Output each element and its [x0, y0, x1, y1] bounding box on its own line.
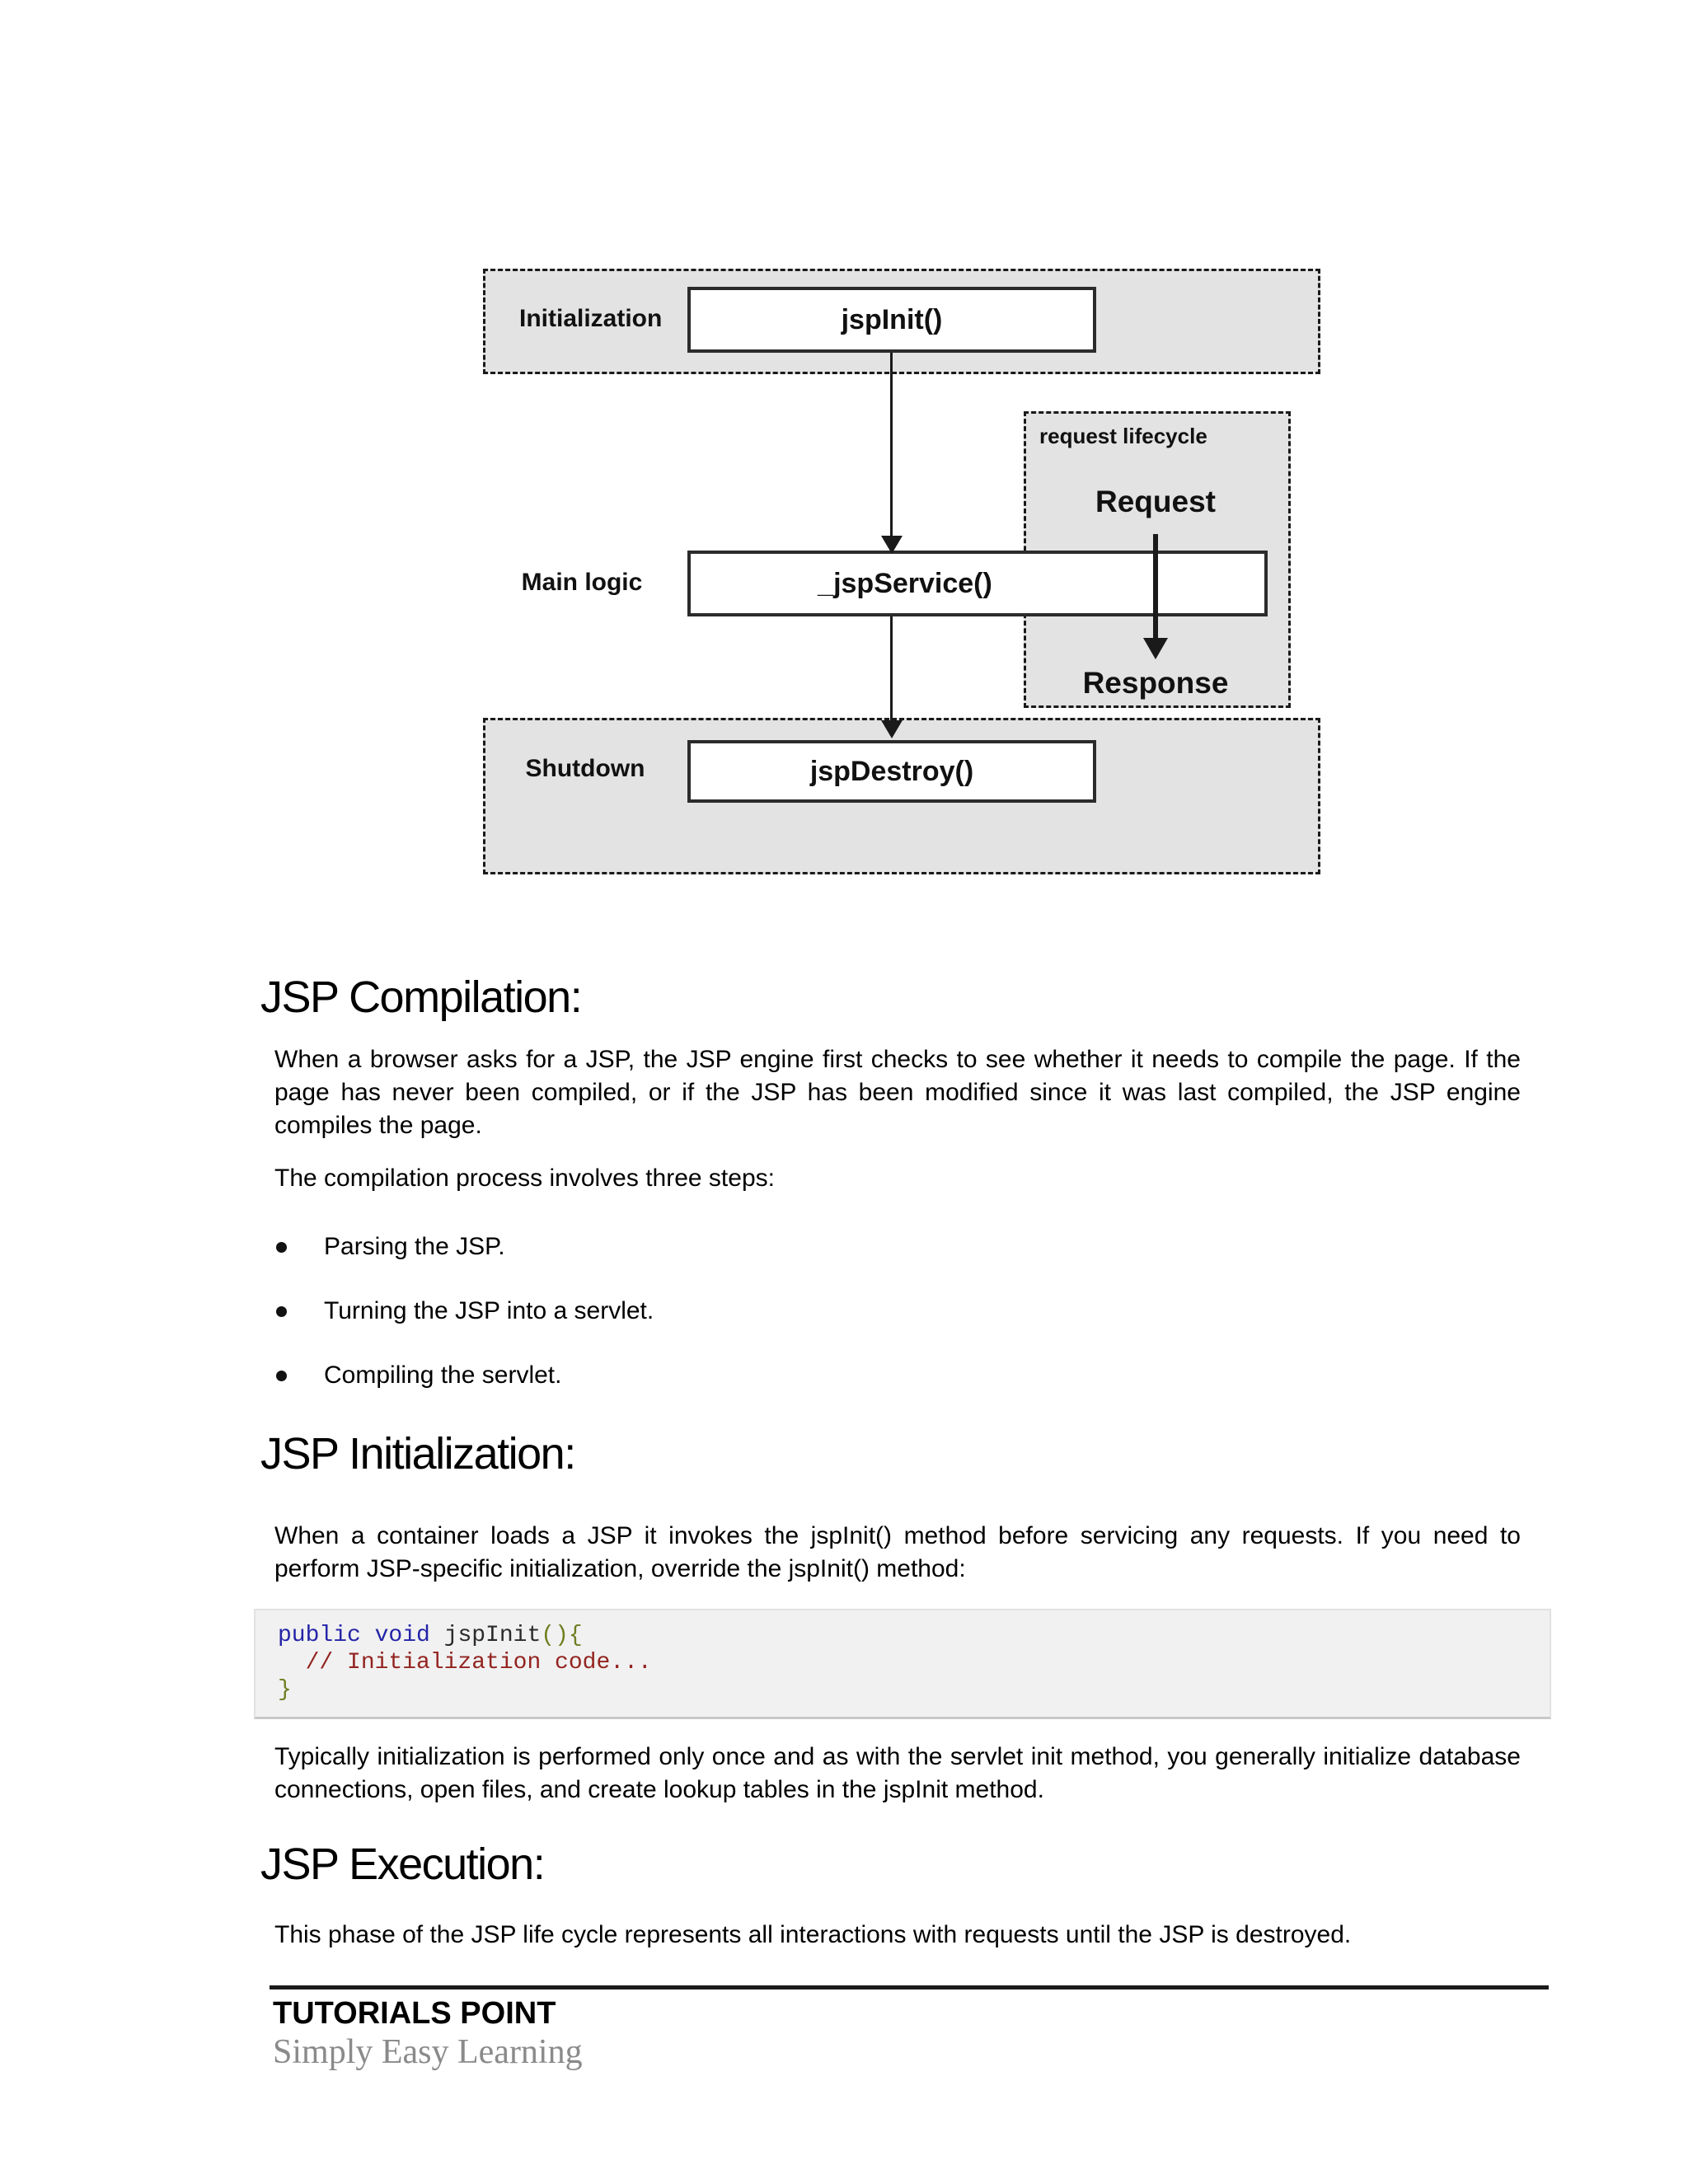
- request-to-response-arrowhead-icon: [1143, 638, 1168, 659]
- list-item-label: Parsing the JSP.: [324, 1233, 505, 1260]
- init-to-service-arrowhead-icon: [881, 536, 903, 554]
- service-to-destroy-arrowhead-icon: [881, 720, 903, 738]
- execution-paragraph: This phase of the JSP life cycle represe…: [274, 1921, 1352, 1948]
- jspservice-label: _jspService(): [818, 567, 992, 599]
- jsp-lifecycle-diagram: request lifecycle Initialization Main lo…: [483, 262, 1324, 880]
- initialization-note-paragraph: Typically initialization is performed on…: [274, 1743, 1521, 1803]
- jspinit-box: jspInit(): [687, 287, 1096, 353]
- jspdestroy-box: jspDestroy(): [687, 740, 1096, 803]
- code-brace: }: [278, 1677, 292, 1703]
- code-keyword: public void: [278, 1623, 444, 1648]
- initialization-label: Initialization: [519, 305, 663, 332]
- initialization-paragraph: When a container loads a JSP it invokes …: [274, 1522, 1521, 1582]
- heading-jsp-execution: JSP Execution:: [260, 1840, 546, 1889]
- code-block: public void jspInit(){ // Initialization…: [254, 1609, 1551, 1719]
- response-label: Response: [1082, 666, 1229, 700]
- request-label: Request: [1095, 485, 1216, 518]
- bullet-icon: [276, 1306, 287, 1317]
- compilation-steps-intro: The compilation process involves three s…: [274, 1165, 775, 1192]
- list-item-label: Compiling the servlet.: [324, 1361, 562, 1389]
- service-to-destroy-arrow-line: [890, 616, 893, 722]
- compilation-paragraph: When a browser asks for a JSP, the JSP e…: [274, 1046, 1521, 1139]
- footer-divider: [270, 1985, 1549, 1990]
- bullet-icon: [276, 1242, 287, 1253]
- main-logic-label: Main logic: [521, 569, 643, 596]
- list-item: Turning the JSP into a servlet.: [274, 1295, 1521, 1328]
- footer-brand: TUTORIALS POINT: [273, 1996, 556, 2031]
- shutdown-label: Shutdown: [525, 755, 645, 782]
- compilation-steps-list: Parsing the JSP. Turning the JSP into a …: [274, 1230, 1521, 1423]
- code-identifier: jspInit: [443, 1623, 542, 1648]
- list-item-label: Turning the JSP into a servlet.: [324, 1297, 654, 1324]
- request-lifecycle-label: request lifecycle: [1039, 424, 1207, 448]
- heading-jsp-compilation: JSP Compilation:: [260, 972, 583, 1022]
- request-to-response-arrow-line: [1153, 534, 1158, 640]
- init-to-service-arrow-line: [890, 353, 893, 539]
- footer-tagline: Simply Easy Learning: [273, 2033, 583, 2071]
- list-item: Compiling the servlet.: [274, 1359, 1521, 1392]
- code-comment: // Initialization code...: [278, 1650, 652, 1675]
- heading-jsp-initialization: JSP Initialization:: [260, 1429, 576, 1479]
- code-brace: (){: [541, 1623, 583, 1648]
- bullet-icon: [276, 1371, 287, 1381]
- jspservice-box: _jspService(): [687, 551, 1268, 616]
- list-item: Parsing the JSP.: [274, 1230, 1521, 1263]
